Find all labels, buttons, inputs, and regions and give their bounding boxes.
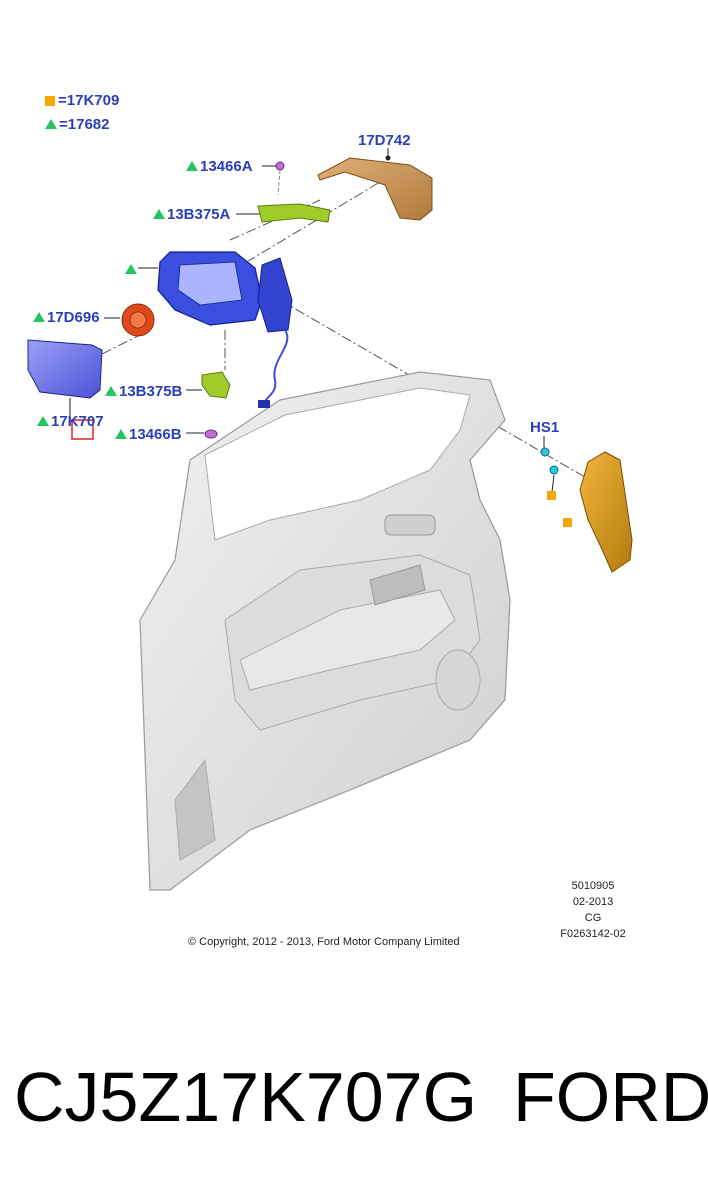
triangle-marker-icon (115, 429, 127, 439)
callout-13466a: 13466A (186, 159, 253, 174)
door-shell (139, 371, 511, 891)
legend-item-square: =17K709 (45, 93, 119, 108)
mirror-glass-part (27, 339, 103, 399)
callout-17d742: 17D742 (358, 132, 411, 149)
triangle-marker-icon (125, 264, 137, 274)
marker-square (547, 491, 556, 500)
triangle-marker-icon (105, 386, 117, 396)
callout-13b375b: 13B375B (105, 384, 182, 399)
copyright-text: © Copyright, 2012 - 2013, Ford Motor Com… (188, 936, 460, 948)
triangle-marker-icon (153, 209, 165, 219)
callout-hs1: HS1 (530, 419, 560, 436)
interior-trim-part (579, 451, 633, 573)
triangle-marker-icon (33, 312, 45, 322)
callout-17d696: 17D696 (33, 310, 100, 325)
legend-item-triangle: =17682 (45, 117, 109, 132)
exploded-view-drawing (27, 148, 633, 891)
callout-housing-marker (125, 262, 139, 277)
brand-title: FORD (513, 1058, 708, 1136)
triangle-marker-icon (37, 416, 49, 426)
mirror-cap-part (317, 157, 433, 221)
bracket-lower-part (201, 371, 231, 399)
triangle-marker-icon (186, 161, 198, 171)
parts-diagram: =17K709 =17682 17D742 13466A 13B375A 17D… (27, 93, 633, 948)
callout-17k707: 17K707 (37, 414, 104, 429)
marker-square (563, 518, 572, 527)
highlight-box (71, 419, 94, 440)
square-marker-icon (45, 96, 55, 106)
part-number-title: CJ5Z17K707G (14, 1058, 478, 1136)
callout-13b375a: 13B375A (153, 207, 230, 222)
bracket-upper-part (257, 203, 331, 223)
callout-13466b: 13466B (115, 427, 182, 442)
meta-line-2: 02-2013 (572, 896, 614, 908)
clip-part (540, 447, 550, 457)
meta-line-1: 5010905 (571, 880, 615, 892)
meta-line-4: F0263142-02 (560, 928, 626, 940)
meta-line-3: CG (584, 912, 602, 924)
mirror-base-part (257, 257, 293, 333)
triangle-marker-icon (45, 119, 57, 129)
